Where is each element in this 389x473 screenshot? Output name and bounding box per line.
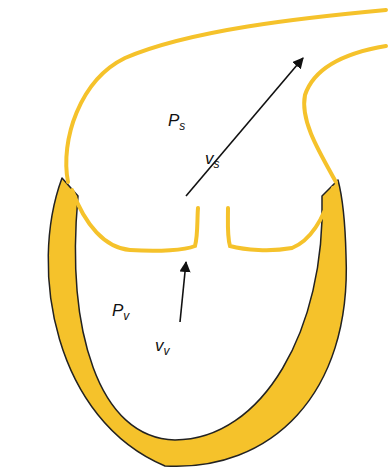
variable-label: Ps — [168, 112, 185, 132]
valve-cusp-left — [72, 190, 198, 251]
variable-label: vv — [155, 337, 170, 357]
flow-arrow — [186, 58, 303, 196]
variable-label: vs — [205, 150, 220, 170]
variable-label: Pv — [112, 302, 129, 322]
vessel-wall-right — [304, 46, 386, 182]
vessel-wall-left — [66, 10, 386, 182]
flow-arrow — [180, 262, 186, 322]
ventricle-wall — [48, 178, 346, 466]
valve-cusp-right — [228, 188, 333, 250]
